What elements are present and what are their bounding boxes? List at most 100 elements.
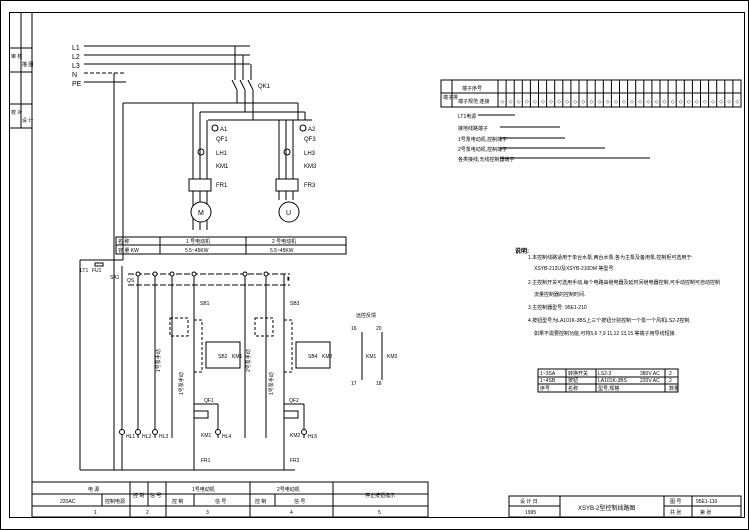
remote-title: 远控反馈 (356, 312, 376, 319)
spec-cell: 2 号电动机 (272, 238, 296, 245)
terminal-block: 端子排 端子序号 端子规范 连接 ◇◇◇◇◇◇◇◇◇◇◇◇◇◇◇◇◇◇◇◇◇◇◇… (440, 79, 742, 163)
bottom-table-cell: 信 号 (294, 498, 305, 505)
lamp-label: HL2 (142, 434, 151, 440)
fuse-label: FU1 (92, 268, 102, 274)
main-breaker-label: QK1 (258, 84, 271, 90)
terminal-point: ◇ (646, 99, 650, 105)
terminal-row-label: 端子序号 (462, 85, 482, 92)
bottom-table-header: 2号电动机 (277, 486, 300, 493)
overload-relay (188, 178, 212, 192)
overload-label: FR1 (201, 458, 211, 464)
line-label-l3: L3 (72, 63, 80, 70)
note-item: 1.本控制线路适用于单台水泵,两台水泵,各为主泵及备用泵,控制柜可选用于: (528, 254, 693, 261)
line-label-l2: L2 (72, 54, 80, 61)
sheet-of: 第 张 (700, 509, 711, 516)
motor-branch-2: A2 QF3 LH3 KM3 FR3 U (275, 103, 317, 223)
parts-table-cell: 型号,规格 (598, 385, 619, 392)
terminal-row-label: 端子规范 连接 (458, 98, 489, 105)
coil-label: KM2 (290, 433, 301, 439)
motor-label: M (198, 210, 204, 217)
contact-label: KM2 (322, 354, 333, 360)
terminal-point: ◇ (727, 99, 731, 105)
left-strip-cell: 校 对 (11, 109, 22, 116)
spec-header: 名 称 (118, 238, 129, 245)
drawing-no: 95E1-110 (696, 499, 718, 505)
note-item: 3.主控制器型号: 95E1-210 (528, 304, 587, 311)
terminal-point: ◇ (549, 99, 553, 105)
ammeter-label: A1 (220, 127, 228, 133)
left-strip-cell: 描 图 (22, 61, 33, 68)
overload-label: FR2 (290, 458, 300, 464)
terminal-point: ◇ (509, 99, 513, 105)
bottom-table-cell: 控制电源 (105, 498, 125, 505)
bottom-table: 电 源 220AC 控制电源 控 制 信 号 1号电动机 控 制 信 号 2号电… (31, 481, 429, 518)
column-number: 4 (290, 510, 293, 516)
contactor-label: KM1 (216, 164, 229, 170)
terminal-legend: 2号泵电动机,控制端子 (458, 146, 507, 153)
bottom-table-cell: 220AC (60, 499, 76, 505)
spec-cell: 5.5~45KW (270, 248, 294, 254)
vertical-label: 1号泵手动 (268, 372, 275, 395)
switch-label: SA1 (110, 275, 120, 281)
breaker-label: QF2 (289, 398, 299, 404)
bottom-table-header: 控 制 (133, 492, 144, 499)
terminal-legend: 各类接线,无线控制器端子 (458, 156, 514, 163)
remote-contact: KM1 (366, 354, 377, 360)
spec-cell: 5.5~45KW (185, 248, 209, 254)
bottom-table-cell: 控 制 (172, 498, 183, 505)
sheet-label: 共 张 (670, 509, 681, 516)
terminal-point: ◇ (541, 99, 545, 105)
breaker-label: QF1 (204, 398, 214, 404)
date-label: 设 计 日 (520, 498, 538, 505)
parts-table-cell: LS2-3 (598, 371, 612, 377)
left-strip-cell: 审 核 (11, 53, 22, 60)
terminal-point: ◇ (606, 99, 610, 105)
parts-table-cell: 380V AC (640, 371, 660, 377)
contactor-label: KM3 (304, 164, 317, 170)
column-number: 3 (206, 510, 209, 516)
button-label: SB2 (218, 354, 228, 360)
parts-table-cell: 1~4SB (540, 378, 556, 384)
terminal-point: ◇ (573, 99, 577, 105)
terminal-point: ◇ (533, 99, 537, 105)
remote-feedback: 远控反馈 16 20 17 18 KM1 KM3 (351, 312, 398, 387)
column-number: 1 (94, 510, 97, 516)
vertical-label: 2号泵手动 (245, 349, 252, 372)
remote-node: 20 (376, 326, 382, 332)
terminal-point: ◇ (679, 99, 683, 105)
parts-table-cell: 序号 (540, 385, 550, 392)
control-circuit: LT1 FU1 SA1 QS ▮ SB1 SB3 SB2 SB4 KM1 KM2… (79, 259, 333, 471)
parts-table-cell: 转换开关 (568, 370, 588, 377)
terminal-point: ◇ (671, 99, 675, 105)
terminal-legend: LT1电源 (458, 113, 476, 120)
drawing-no-label: 图 号 (670, 499, 681, 505)
ammeter-label: A2 (308, 127, 316, 133)
terminal-point: ◇ (663, 99, 667, 105)
line-label-pe: PE (72, 81, 82, 88)
spec-header: 容 量 KW (118, 247, 139, 254)
notes: 说明: 1.本控制线路适用于单台水泵,两台水泵,各为主泵及备用泵,控制柜可选用于… (515, 247, 720, 337)
main-breaker-qk1: QK1 (122, 46, 312, 260)
inner-frame (9, 12, 745, 518)
left-strip-cell: 设 计 (22, 117, 33, 124)
button-label: SB3 (290, 301, 300, 307)
line-label-n: N (72, 72, 77, 79)
spec-cell: 1 号电动机 (186, 238, 210, 245)
terminal-point: ◇ (695, 99, 699, 105)
terminal-point: ◇ (582, 99, 586, 105)
motor-symbol (190, 201, 212, 223)
overload-relay (275, 178, 299, 192)
title-block: 设 计 日 1995 XSYB-2型控制线路图 图 号 95E1-110 共 张… (508, 495, 742, 518)
date-value: 1995 (525, 510, 536, 516)
lamp-label: HL4 (222, 434, 231, 440)
lamp-label: HL5 (308, 434, 317, 440)
terminal-legend: 接地线路端子 (458, 125, 488, 132)
note-item: 4.按钮型号为LA101K-3BS上三个按钮分别控制一个泵一个风机LS2-2控制… (528, 317, 691, 324)
remote-node: 18 (376, 381, 382, 387)
note-item: 如果不需要控制功能,可将5,6 7,9 11,12 13,15 等端子用导线短接… (534, 330, 676, 337)
breaker-label: QF1 (216, 137, 228, 143)
terminal-point: ◇ (614, 99, 618, 105)
terminal-point: ◇ (711, 99, 715, 105)
supply-bus: L1 L2 L3 N PE (72, 45, 250, 470)
terminal-point: ◇ (598, 99, 602, 105)
